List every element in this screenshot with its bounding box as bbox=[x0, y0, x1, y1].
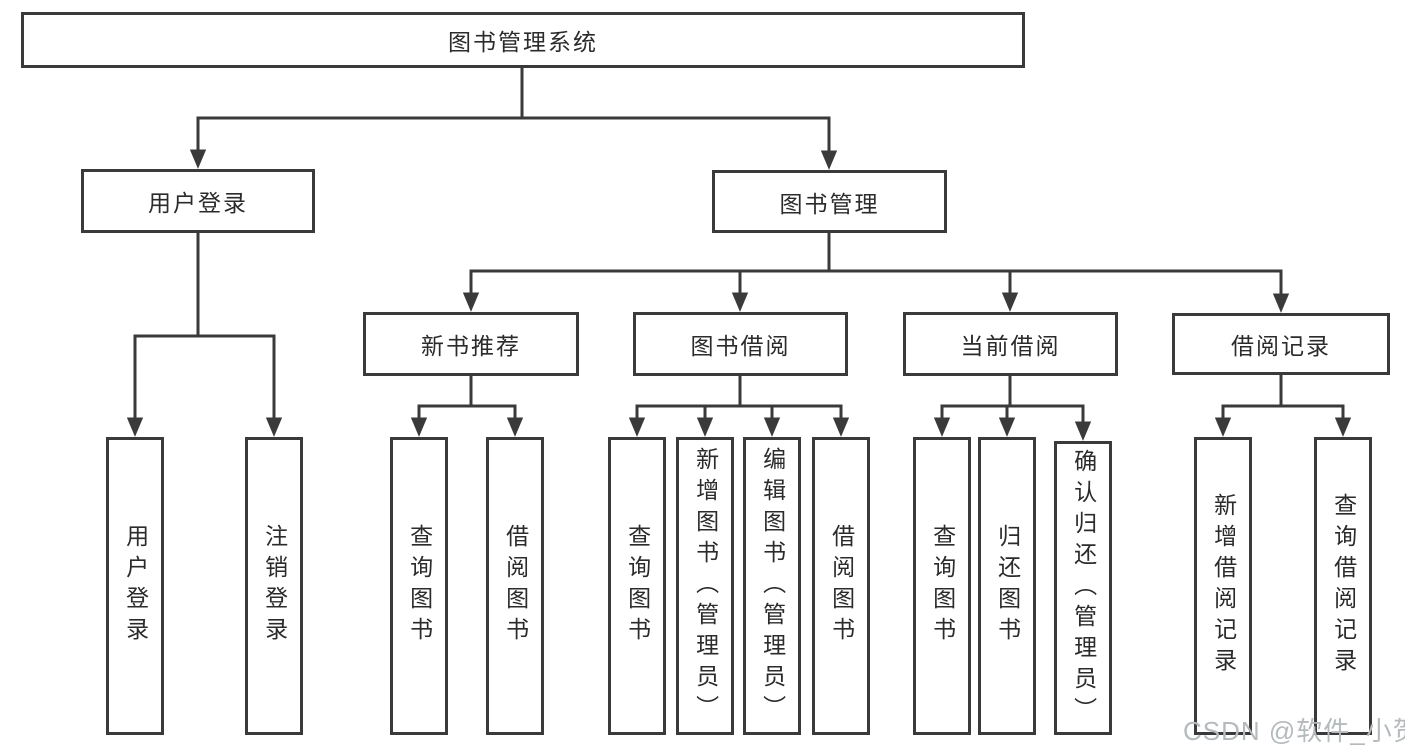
node-current-borrow: 当前借阅 bbox=[903, 312, 1118, 376]
leaf-user-login: 用户登录 bbox=[106, 437, 164, 735]
leaf-query-books-current: 查询图书 bbox=[913, 437, 971, 735]
leaf-user-login-label: 用户登录 bbox=[122, 524, 149, 648]
leaf-add-book-admin-label: 新增图书（管理员） bbox=[692, 446, 719, 726]
leaf-return-book-label: 归还图书 bbox=[994, 524, 1021, 648]
leaf-borrow-books-recommend: 借阅图书 bbox=[486, 437, 544, 735]
watermark: CSDN @软件_小贺同学 bbox=[1183, 716, 1405, 746]
leaf-query-borrow-record: 查询借阅记录 bbox=[1314, 437, 1372, 735]
leaf-logout-label: 注销登录 bbox=[261, 524, 288, 648]
node-user-login: 用户登录 bbox=[81, 169, 315, 233]
leaf-query-books-recommend-label: 查询图书 bbox=[406, 524, 433, 648]
leaf-query-books-recommend: 查询图书 bbox=[390, 437, 448, 735]
leaf-confirm-return-admin-label: 确认归还（管理员） bbox=[1070, 448, 1097, 728]
leaf-query-books-borrow: 查询图书 bbox=[608, 437, 666, 735]
leaf-edit-book-admin-label: 编辑图书（管理员） bbox=[759, 446, 786, 726]
leaf-add-borrow-record-label: 新增借阅记录 bbox=[1210, 493, 1237, 679]
node-root: 图书管理系统 bbox=[21, 12, 1025, 68]
leaf-query-books-current-label: 查询图书 bbox=[929, 524, 956, 648]
leaf-query-borrow-record-label: 查询借阅记录 bbox=[1330, 493, 1357, 679]
leaf-edit-book-admin: 编辑图书（管理员） bbox=[743, 437, 801, 735]
leaf-borrow-books-label: 借阅图书 bbox=[828, 524, 855, 648]
leaf-confirm-return-admin: 确认归还（管理员） bbox=[1054, 441, 1112, 735]
node-book-borrow: 图书借阅 bbox=[633, 312, 848, 376]
node-book-management: 图书管理 bbox=[712, 170, 947, 233]
leaf-add-book-admin: 新增图书（管理员） bbox=[676, 437, 734, 735]
leaf-borrow-books: 借阅图书 bbox=[812, 437, 870, 735]
leaf-borrow-books-recommend-label: 借阅图书 bbox=[502, 524, 529, 648]
leaf-return-book: 归还图书 bbox=[978, 437, 1036, 735]
node-borrow-records: 借阅记录 bbox=[1172, 313, 1390, 375]
leaf-logout: 注销登录 bbox=[245, 437, 303, 735]
leaf-add-borrow-record: 新增借阅记录 bbox=[1194, 437, 1252, 735]
leaf-query-books-borrow-label: 查询图书 bbox=[624, 524, 651, 648]
node-new-book-recommend: 新书推荐 bbox=[363, 312, 579, 376]
